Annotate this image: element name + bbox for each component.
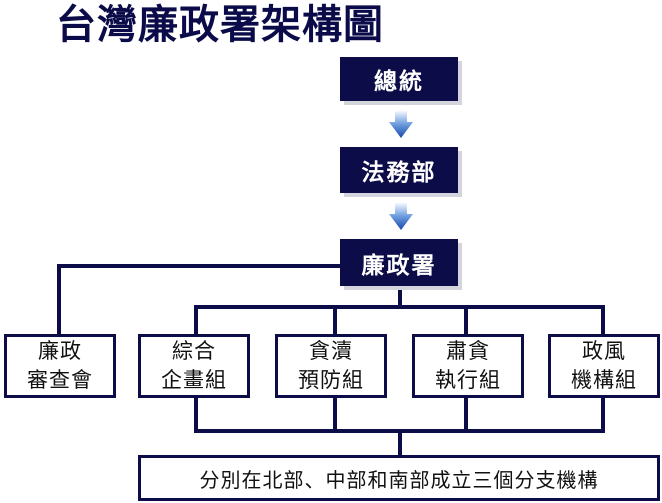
connector-drop-2 <box>333 305 337 336</box>
connector-agency-down <box>398 286 402 308</box>
comprehensive-line-2: 企畫組 <box>161 368 227 392</box>
connector-drop-4 <box>601 305 605 336</box>
branch-offices-box: 分別在北部、中部和南部成立三個分支機構 <box>138 455 660 501</box>
ethics-units-box: 政風 機構組 <box>548 334 660 398</box>
connector-footer-drop <box>398 429 402 455</box>
connector-drop-3 <box>464 305 468 336</box>
justice-ministry-box: 法務部 <box>340 147 458 193</box>
comprehensive-planning-box: 綜合 企畫組 <box>138 334 250 398</box>
enforcement-line-2: 執行組 <box>435 368 501 392</box>
committee-line-1: 廉政 <box>38 339 82 363</box>
arrow-down-icon <box>389 110 413 138</box>
committee-box: 廉政 審查會 <box>4 334 116 398</box>
president-box: 總統 <box>340 57 458 101</box>
anti-corruption-agency-box: 廉政署 <box>340 239 458 286</box>
comprehensive-line-1: 綜合 <box>172 339 216 363</box>
connector-up-3 <box>464 396 468 433</box>
committee-line-2: 審查會 <box>27 368 93 392</box>
connector-up-2 <box>333 396 337 433</box>
connector-up-4 <box>601 396 605 433</box>
connector-committee-drop <box>57 264 61 336</box>
ethics-line-2: 機構組 <box>571 368 637 392</box>
connector-drop-1 <box>194 305 198 336</box>
connector-agency-left <box>57 264 343 268</box>
prevention-line-1: 貪瀆 <box>309 339 353 363</box>
page-title: 台灣廉政署架構圖 <box>56 1 384 48</box>
prevention-box: 貪瀆 預防組 <box>275 334 387 398</box>
arrow-down-icon <box>389 202 413 230</box>
enforcement-line-1: 肅貪 <box>446 339 490 363</box>
prevention-line-2: 預防組 <box>298 368 364 392</box>
connector-up-1 <box>194 396 198 433</box>
connector-units-top <box>194 305 605 309</box>
enforcement-box: 肅貪 執行組 <box>412 334 524 398</box>
ethics-line-1: 政風 <box>582 339 626 363</box>
